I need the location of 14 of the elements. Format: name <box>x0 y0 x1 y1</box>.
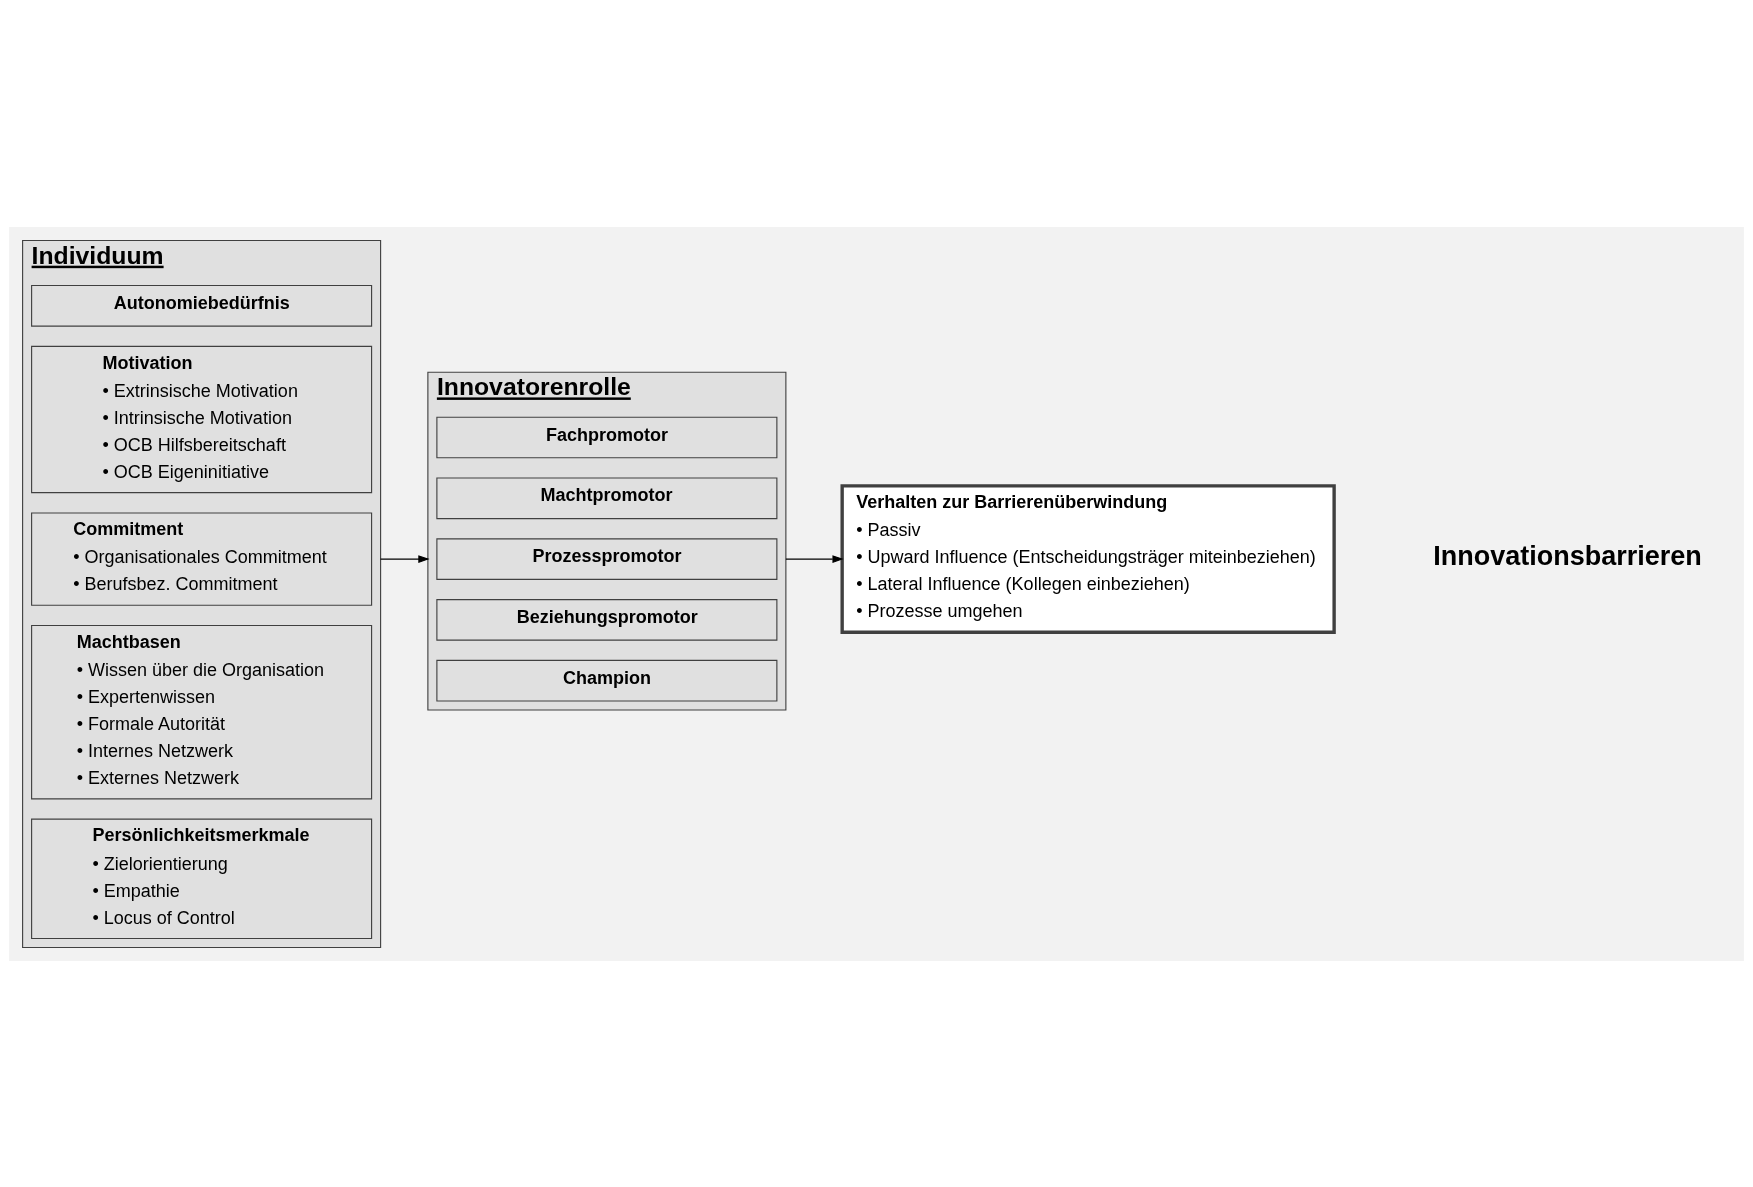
node-box: Prozesspromotor <box>436 537 778 580</box>
node-box: Fachpromotor <box>436 416 778 458</box>
node-box: Champion <box>436 659 778 701</box>
arrow <box>380 554 430 563</box>
node-box: Machtpromotor <box>436 477 778 519</box>
node-box: Machtbasen • Wissen über die Organisation • Expertenwissen • Formale Autorität • Internes Netzwerk • Externes Netzwerk <box>31 624 373 799</box>
node-box: Beziehungspromotor <box>436 598 778 641</box>
node-box: Autonomiebedürfnis <box>31 284 373 327</box>
label: Innovationsbarrieren <box>1433 540 1702 571</box>
node-box: Motivation • Extrinsische Motivation • Intrinsische Motivation • OCB Hilfsbereitschaft • OCB Eigeninitiative <box>31 345 373 493</box>
node-box: Verhalten zur Barrierenüberwindung • Passiv • Upward Influence (Entscheidungsträger miteinbeziehen) • Lateral Influence (Kollegen einbeziehen) • Prozesse umgehen <box>840 483 1336 634</box>
node-box: Persönlichkeitsmerkmale • Zielorientierung • Empathie • Locus of Control <box>31 818 373 939</box>
node-box: Commitment • Organisationales Commitment • Berufsbez. Commitment <box>31 511 373 606</box>
arrow <box>785 554 844 563</box>
